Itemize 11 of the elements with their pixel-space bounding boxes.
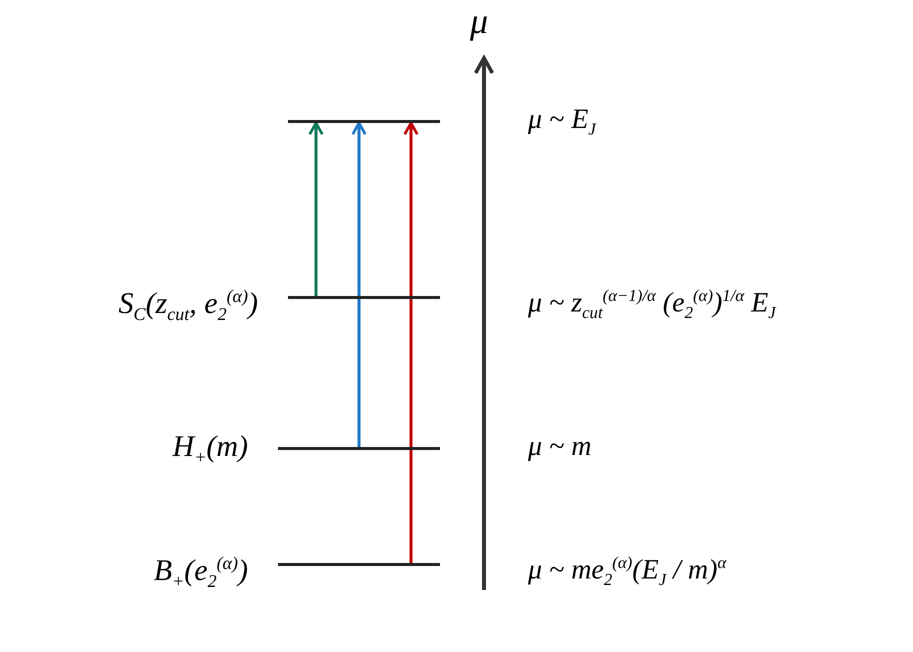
scale-formula: μ ~ me$_{2}$$^{(α)}$(E$_{J}$ / m)$^{α}$: [528, 552, 726, 591]
axis-label: μ: [470, 0, 488, 42]
level-label: B$_{+}$(e$_{2}$$^{(α)}$): [154, 552, 248, 593]
level-label: H$_{+}$(m): [172, 429, 248, 469]
scale-formula: μ ~ m: [528, 430, 592, 464]
scale-formula: μ ~ z$_{cut}$$^{(α−1)/α}$ (e$_{2}$$^{(α)}$)$^{1/α}$ E$_{J}$: [528, 285, 776, 324]
level-label: S$_{C}$(z$_{cut}$, e$_{2}$$^{(α)}$): [118, 285, 258, 326]
arrow: [308, 122, 324, 296]
arrow: [403, 122, 419, 563]
arrow: [351, 122, 367, 447]
scale-formula: μ ~ E$_{J}$: [528, 103, 596, 141]
